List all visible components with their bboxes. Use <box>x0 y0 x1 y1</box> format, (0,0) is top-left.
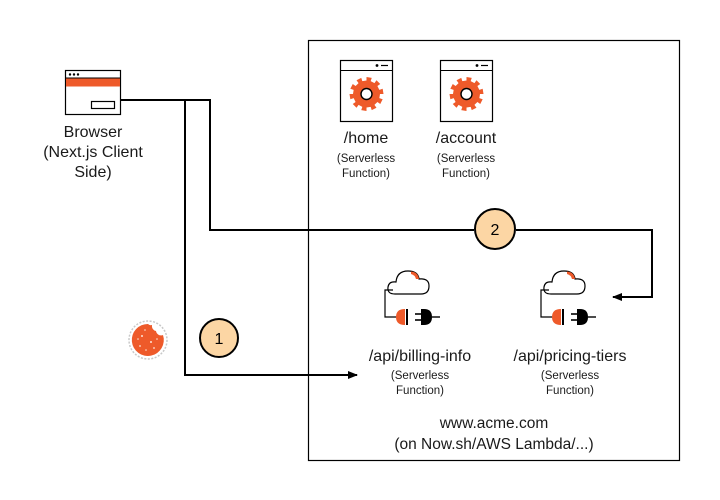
cloud-icon <box>543 270 586 295</box>
cloud-accent <box>411 271 419 279</box>
api-kind-pricing-line1: (Serverless <box>540 370 600 382</box>
host-platform: (on Now.sh/AWS Lambda/...) <box>394 436 594 453</box>
step-badge-1: 1 <box>199 318 239 358</box>
page-kind-account-line1: (Serverless <box>436 153 496 165</box>
host-domain: www.acme.com <box>439 415 549 432</box>
page-route-home: /home <box>343 130 389 147</box>
api-kind-billing-line1: (Serverless <box>390 370 450 382</box>
server-gear-icon-home <box>339 59 394 123</box>
cloud-plug-icon-pricing <box>540 270 596 325</box>
browser-subtitle-line1: (Next.js Client <box>43 144 143 161</box>
api-route-billing: /api/billing-info <box>368 348 472 365</box>
api-kind-billing-line2: Function) <box>396 385 444 397</box>
gear-hub <box>460 87 473 101</box>
cookie-icon <box>128 320 168 360</box>
connector-step2-to-pricing <box>516 229 653 301</box>
cloud-plug-icon-billing <box>384 270 440 325</box>
connector-browser-trunk <box>120 99 474 231</box>
browser-window-icon <box>64 69 122 116</box>
socket-icon <box>396 309 405 325</box>
socket-icon <box>552 309 561 325</box>
host-boundary-box <box>307 39 681 462</box>
api-route-pricing: /api/pricing-tiers <box>513 348 627 365</box>
cable <box>384 289 397 318</box>
plug-icon <box>577 309 588 325</box>
page-kind-home-line1: (Serverless <box>336 153 396 165</box>
cable <box>540 289 553 318</box>
gear-hub <box>360 87 373 101</box>
browser-title: Browser <box>63 124 123 141</box>
step-number-2: 2 <box>491 222 500 239</box>
step-badge-2: 2 <box>474 208 516 250</box>
page-kind-home-line2: Function) <box>342 168 390 180</box>
step-number-1: 1 <box>215 331 224 348</box>
browser-subtitle-line2: Side) <box>74 164 112 181</box>
api-kind-pricing-line2: Function) <box>546 385 594 397</box>
plug-icon <box>421 309 432 325</box>
cloud-icon <box>387 270 430 295</box>
cloud-accent <box>567 271 575 279</box>
connector-step1-to-billing <box>184 100 358 379</box>
server-gear-icon-account <box>439 59 494 123</box>
page-route-account: /account <box>435 130 497 147</box>
page-kind-account-line2: Function) <box>442 168 490 180</box>
